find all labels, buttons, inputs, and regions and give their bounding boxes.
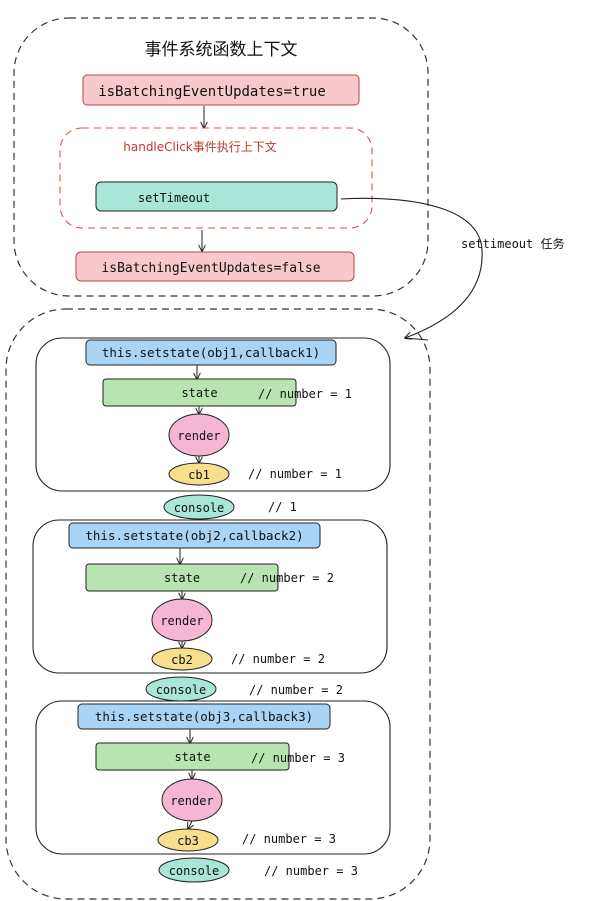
console-comment-2: // number = 2	[249, 683, 343, 697]
console-comment-3: // number = 3	[264, 864, 358, 878]
setstate-frame-3	[35, 700, 391, 855]
handle-click-frame	[59, 127, 373, 229]
console-comment-1: // 1	[268, 500, 297, 514]
callback-comment-2: // number = 2	[231, 652, 325, 666]
state-label-1: state	[181, 386, 217, 400]
setstate-box-2	[68, 522, 321, 549]
callback-label-2: cb2	[171, 653, 193, 667]
callback-label-3: cb3	[177, 834, 199, 848]
callback-node-2	[151, 647, 213, 671]
callback-comment-1: // number = 1	[248, 467, 342, 481]
settimeout-arrow-tail	[404, 337, 429, 341]
render-label-1: render	[177, 429, 220, 443]
batch-true-box	[82, 74, 360, 106]
batch-false-label: isBatchingEventUpdates=false	[101, 261, 320, 276]
render-label-3: render	[170, 794, 213, 808]
batch-false-box	[75, 251, 355, 282]
arrow-render-to-cb-3	[188, 820, 192, 829]
set-timeout-box	[95, 181, 338, 212]
event-context-frame	[13, 17, 429, 297]
set-timeout-label: setTimeout	[138, 191, 210, 205]
batch-true-label: isBatchingEventUpdates=true	[98, 84, 326, 100]
console-label-1: console	[174, 501, 225, 515]
console-label-3: console	[169, 864, 220, 878]
state-label-2: state	[164, 571, 200, 585]
callback-node-1	[168, 462, 230, 486]
setstate-frame-2	[32, 519, 388, 674]
setstate-groups: this.setstate(obj1,callback1) state // num…	[32, 337, 391, 883]
setstate-box-3	[77, 703, 331, 730]
settimeout-task-arrow	[340, 197, 483, 338]
state-comment-3: // number = 3	[251, 751, 345, 765]
setstate-label-1: this.setstate(obj1,callback1)	[102, 345, 320, 360]
handle-click-label: handleClick事件执行上下文	[123, 139, 277, 154]
setstate-frame-1	[35, 337, 391, 492]
render-label-2: render	[160, 614, 203, 628]
console-node-3	[158, 857, 230, 883]
setstate-box-1	[85, 339, 337, 366]
callback-comment-3: // number = 3	[242, 832, 336, 846]
console-node-1	[163, 494, 235, 520]
setstate-label-2: this.setstate(obj2,callback2)	[85, 528, 303, 543]
console-label-2: console	[156, 683, 207, 697]
state-comment-1: // number = 1	[258, 387, 352, 401]
setstate-label-3: this.setstate(obj3,callback3)	[95, 709, 313, 724]
callback-label-1: cb1	[188, 468, 210, 482]
state-comment-2: // number = 2	[240, 571, 334, 585]
callback-node-3	[157, 828, 219, 852]
settimeout-task-label: settimeout 任务	[461, 236, 564, 251]
state-label-3: state	[174, 750, 210, 764]
event-context-title: 事件系统函数上下文	[145, 40, 298, 60]
